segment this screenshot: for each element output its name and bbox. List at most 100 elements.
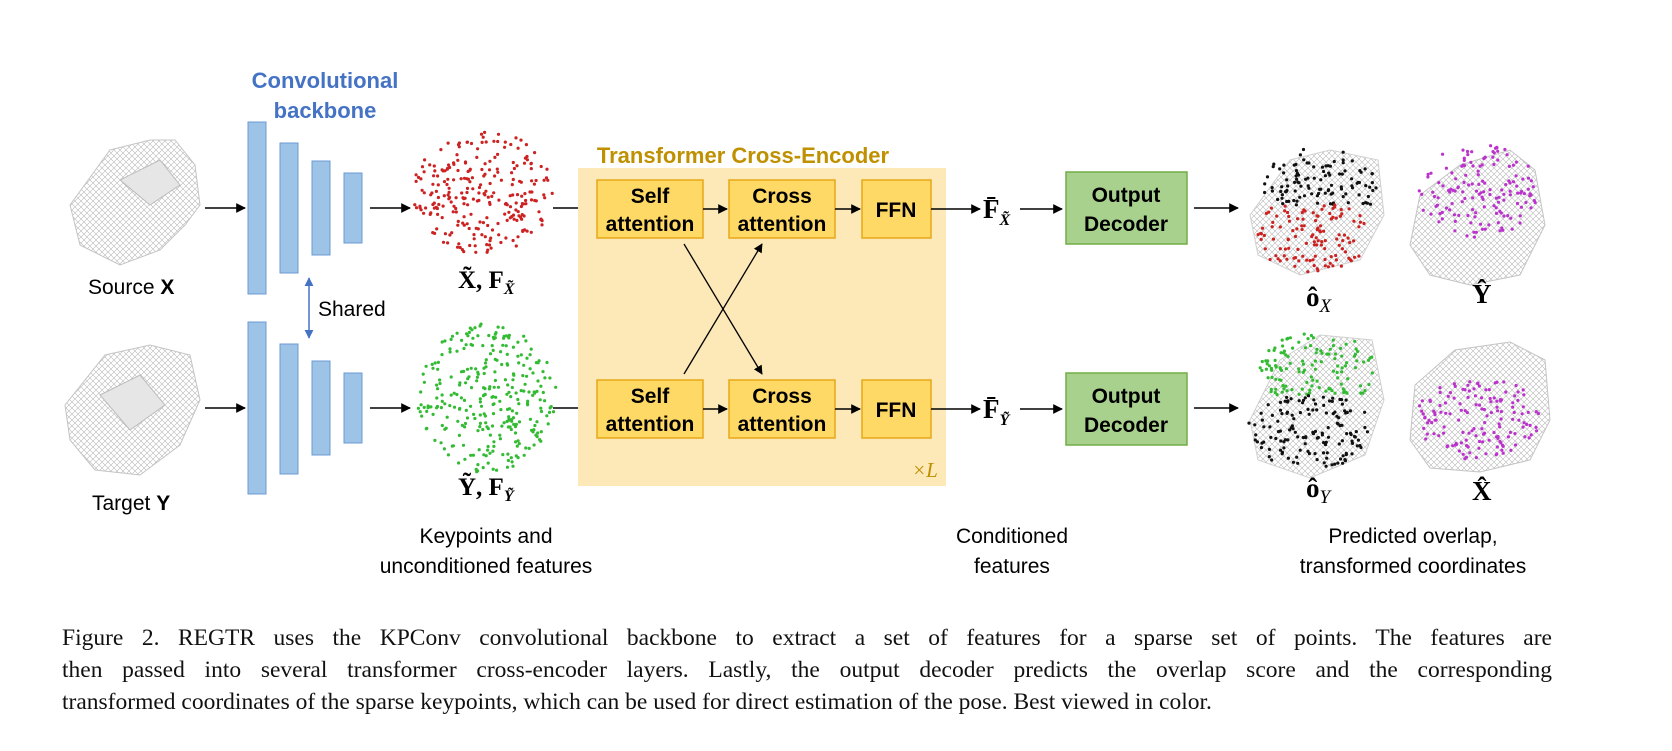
keypoint-dot	[1262, 233, 1266, 238]
keypoint-dot	[486, 461, 490, 465]
keypoint-dot	[1511, 180, 1516, 184]
overlap-top-label: ôX	[1306, 282, 1333, 317]
svg-text:Output: Output	[1092, 385, 1161, 408]
keypoint-dot	[484, 421, 488, 425]
keypoint-dot	[504, 236, 508, 240]
keypoint-dot	[1343, 364, 1348, 368]
keypoint-dot	[1333, 462, 1337, 466]
keypoint-dot	[531, 393, 535, 397]
keypoint-dot	[1343, 169, 1347, 173]
keypoint-dot	[1297, 370, 1301, 374]
keypoint-dot	[491, 348, 495, 352]
keypoint-dot	[432, 174, 436, 178]
keypoint-dot	[1425, 432, 1429, 436]
keypoint-dot	[550, 191, 554, 195]
backbone-layer	[343, 172, 363, 244]
keypoint-dot	[494, 331, 498, 335]
keypoint-dot	[465, 190, 469, 195]
keypoint-dot	[422, 405, 426, 409]
keypoint-dot	[462, 197, 466, 201]
keypoint-dot	[1448, 412, 1452, 416]
keypoint-dot	[1481, 440, 1485, 444]
keypoint-dot	[538, 398, 542, 402]
keypoint-dot	[514, 440, 518, 444]
keypoint-dot	[496, 221, 500, 226]
keypoint-dot	[533, 391, 537, 395]
keypoint-dot	[1311, 378, 1315, 382]
keypoint-dot	[1463, 409, 1467, 413]
keypoint-dot	[487, 168, 492, 172]
keypoint-dot	[1298, 411, 1302, 415]
keypoint-dot	[1458, 402, 1462, 406]
keypoint-dot	[1275, 214, 1279, 218]
keypoint-dot	[1290, 388, 1294, 392]
keypoint-dot	[459, 177, 463, 181]
keypoint-dot	[446, 193, 450, 197]
keypoint-dot	[1453, 384, 1457, 388]
keypoint-dot	[1312, 176, 1316, 180]
keypoint-dot	[1339, 346, 1343, 350]
keypoint-dot	[420, 414, 424, 418]
svg-text:Output: Output	[1092, 184, 1161, 207]
keypoint-dot	[466, 377, 470, 381]
keypoint-dot	[1279, 439, 1283, 443]
keypoint-dot	[461, 221, 465, 225]
keypoint-dot	[476, 372, 480, 376]
figure-caption: Figure 2. REGTR uses the KPConv convolut…	[62, 622, 1552, 718]
keypoint-dot	[1318, 229, 1322, 233]
keypoint-dot	[1303, 396, 1307, 400]
keypoint-dot	[413, 203, 417, 207]
keypoint-dot	[1265, 175, 1270, 179]
keypoint-dot	[459, 396, 463, 400]
keypoint-dot	[436, 367, 440, 371]
keypoint-dot	[414, 179, 418, 183]
keypoint-dot	[535, 435, 539, 439]
keypoint-dot	[1361, 201, 1365, 206]
keypoint-dot	[1296, 435, 1300, 439]
keypoint-dot	[1472, 230, 1476, 234]
keypoint-dot	[472, 237, 476, 241]
keypoint-dot	[510, 409, 514, 413]
keypoint-dot	[509, 427, 513, 432]
keypoint-dot	[1253, 423, 1257, 427]
keypoint-dot	[1444, 166, 1448, 170]
keypoint-dot	[1324, 389, 1328, 393]
keypoint-dot	[1427, 418, 1431, 422]
keypoint-dot	[1311, 233, 1315, 237]
keypoint-dot	[1516, 191, 1520, 195]
keypoint-dot	[477, 191, 481, 195]
keypoint-dot	[435, 404, 440, 409]
keypoint-dot	[1279, 189, 1283, 194]
keypoint-dot	[1270, 458, 1274, 462]
keypoint-dot	[1282, 387, 1286, 391]
keypoint-dot	[1347, 207, 1351, 211]
keypoint-dot	[467, 226, 471, 231]
keypoint-dot	[1474, 456, 1478, 460]
keypoint-dot	[1286, 210, 1290, 215]
keypoint-dot	[1320, 351, 1324, 355]
keypoint-dot	[1282, 351, 1286, 355]
keypoints-caption-line2: unconditioned features	[380, 555, 593, 578]
keypoint-dot	[500, 362, 504, 367]
self-attention-bottom: Self attention	[596, 379, 704, 439]
keypoint-dot	[1349, 432, 1353, 437]
keypoint-dot	[1328, 202, 1333, 206]
keypoint-dot	[1298, 153, 1302, 157]
keypoint-dot	[1276, 257, 1280, 261]
keypoint-dot	[505, 352, 509, 356]
keypoint-dot	[1293, 234, 1298, 239]
keypoint-dot	[1513, 432, 1517, 436]
keypoint-dot	[490, 424, 495, 428]
keypoint-dot	[1358, 214, 1362, 218]
keypoint-dot	[1504, 183, 1508, 187]
keypoint-dot	[506, 383, 510, 387]
keypoint-dot	[449, 337, 453, 341]
y-hat-label: Ŷ	[1472, 279, 1492, 309]
keypoint-dot	[527, 390, 531, 394]
transformed-points-bottom-magenta	[1418, 380, 1541, 461]
keypoint-dot	[529, 347, 533, 351]
keypoint-dot	[1284, 190, 1288, 194]
keypoint-dot	[480, 140, 484, 144]
keypoint-dot	[510, 460, 514, 464]
keypoint-dot	[1319, 187, 1323, 191]
